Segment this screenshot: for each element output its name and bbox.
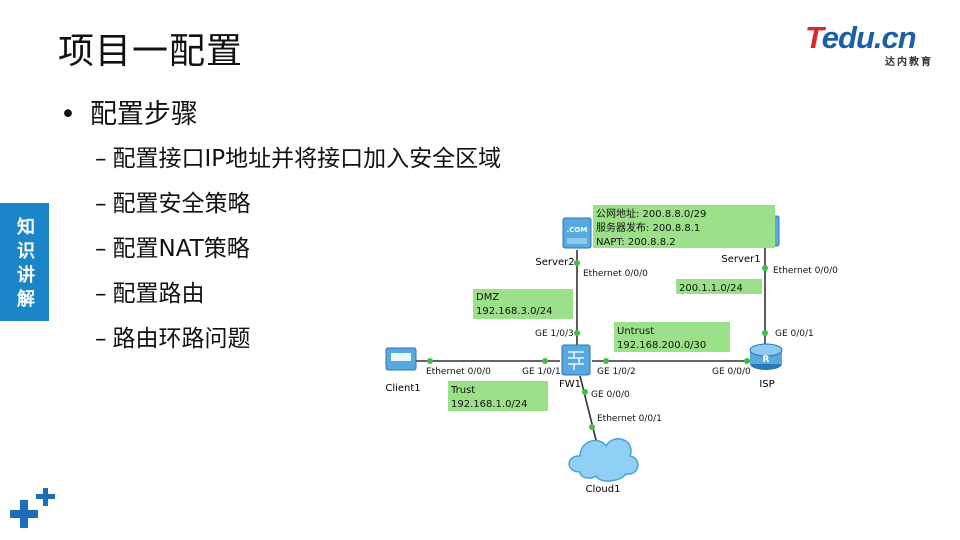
isp-network-line: 200.1.1.0/24 bbox=[679, 283, 743, 294]
steps-list: –配置接口IP地址并将接口加入安全区域 –配置安全策略 –配置NAT策略 –配置… bbox=[95, 140, 501, 365]
tedu-logo: Tedu.cn 达内教育 bbox=[805, 20, 935, 68]
main-bullet: • 配置步骤 bbox=[60, 92, 198, 131]
public-address-line: 公网地址: 200.8.8.0/29 bbox=[596, 207, 706, 220]
port-label: GE 0/0/0 bbox=[591, 390, 630, 400]
bullet-dot-icon: • bbox=[60, 99, 76, 130]
untrust-network-line: 192.168.200.0/30 bbox=[617, 340, 706, 351]
list-item: –配置NAT策略 bbox=[95, 236, 250, 262]
list-item: –配置路由 bbox=[95, 281, 205, 307]
list-item: –路由环路问题 bbox=[95, 326, 251, 352]
port-labels: Ethernet 0/0/0 Ethernet 0/0/0 GE 1/0/3 G… bbox=[426, 266, 838, 424]
router-icon: R bbox=[749, 343, 783, 370]
logo-subtitle: 达内教育 bbox=[885, 57, 933, 68]
svg-text:.COM: .COM bbox=[567, 226, 588, 234]
dmz-zone-label: DMZ bbox=[476, 292, 499, 303]
port-label: GE 0/0/0 bbox=[712, 367, 751, 377]
server-publish-line: 服务器发布: 200.8.8.1 bbox=[596, 221, 700, 234]
port-label: GE 1/0/1 bbox=[522, 367, 561, 377]
server1-label: Server1 bbox=[721, 254, 760, 265]
server2-label: Server2 bbox=[535, 257, 574, 268]
port-indicators bbox=[427, 260, 768, 430]
napt-line: NAPT: 200.8.8.2 bbox=[596, 237, 676, 248]
trust-network-line: 192.168.1.0/24 bbox=[451, 399, 528, 410]
port-label: Ethernet 0/0/1 bbox=[597, 414, 662, 424]
port-label: GE 1/0/3 bbox=[535, 329, 574, 339]
isp-label: ISP bbox=[759, 379, 774, 390]
trust-zone-label: Trust bbox=[450, 385, 475, 396]
page-title: 项目一配置 bbox=[58, 31, 244, 72]
dmz-network-line: 192.168.3.0/24 bbox=[476, 306, 553, 317]
main-bullet-text: 配置步骤 bbox=[89, 99, 198, 130]
svg-text:R: R bbox=[763, 355, 770, 365]
port-label: Ethernet 0/0/0 bbox=[773, 266, 838, 276]
client1-label: Client1 bbox=[385, 383, 420, 394]
plus-logo-icon bbox=[10, 488, 55, 528]
server2-icon: .COM bbox=[562, 217, 592, 249]
cloud-icon bbox=[568, 438, 639, 482]
port-label: Ethernet 0/0/0 bbox=[583, 269, 648, 279]
address-boxes: 公网地址: 200.8.8.0/29 服务器发布: 200.8.8.1 NAPT… bbox=[448, 205, 775, 411]
untrust-zone-label: Untrust bbox=[617, 326, 654, 337]
section-tab: 知识讲解 bbox=[0, 203, 49, 321]
port-label: GE 1/0/2 bbox=[597, 367, 636, 377]
logo-wordmark: Tedu.cn bbox=[805, 20, 917, 55]
firewall-icon bbox=[561, 344, 591, 376]
fw1-label: FW1 bbox=[559, 379, 581, 390]
cloud1-label: Cloud1 bbox=[586, 484, 621, 495]
client1-icon bbox=[385, 347, 417, 371]
list-item: –配置接口IP地址并将接口加入安全区域 bbox=[95, 146, 502, 172]
list-item: –配置安全策略 bbox=[95, 191, 251, 217]
link-fw1-cloud1 bbox=[579, 375, 597, 441]
port-label: GE 0/0/1 bbox=[775, 329, 814, 339]
port-label: Ethernet 0/0/0 bbox=[426, 367, 491, 377]
